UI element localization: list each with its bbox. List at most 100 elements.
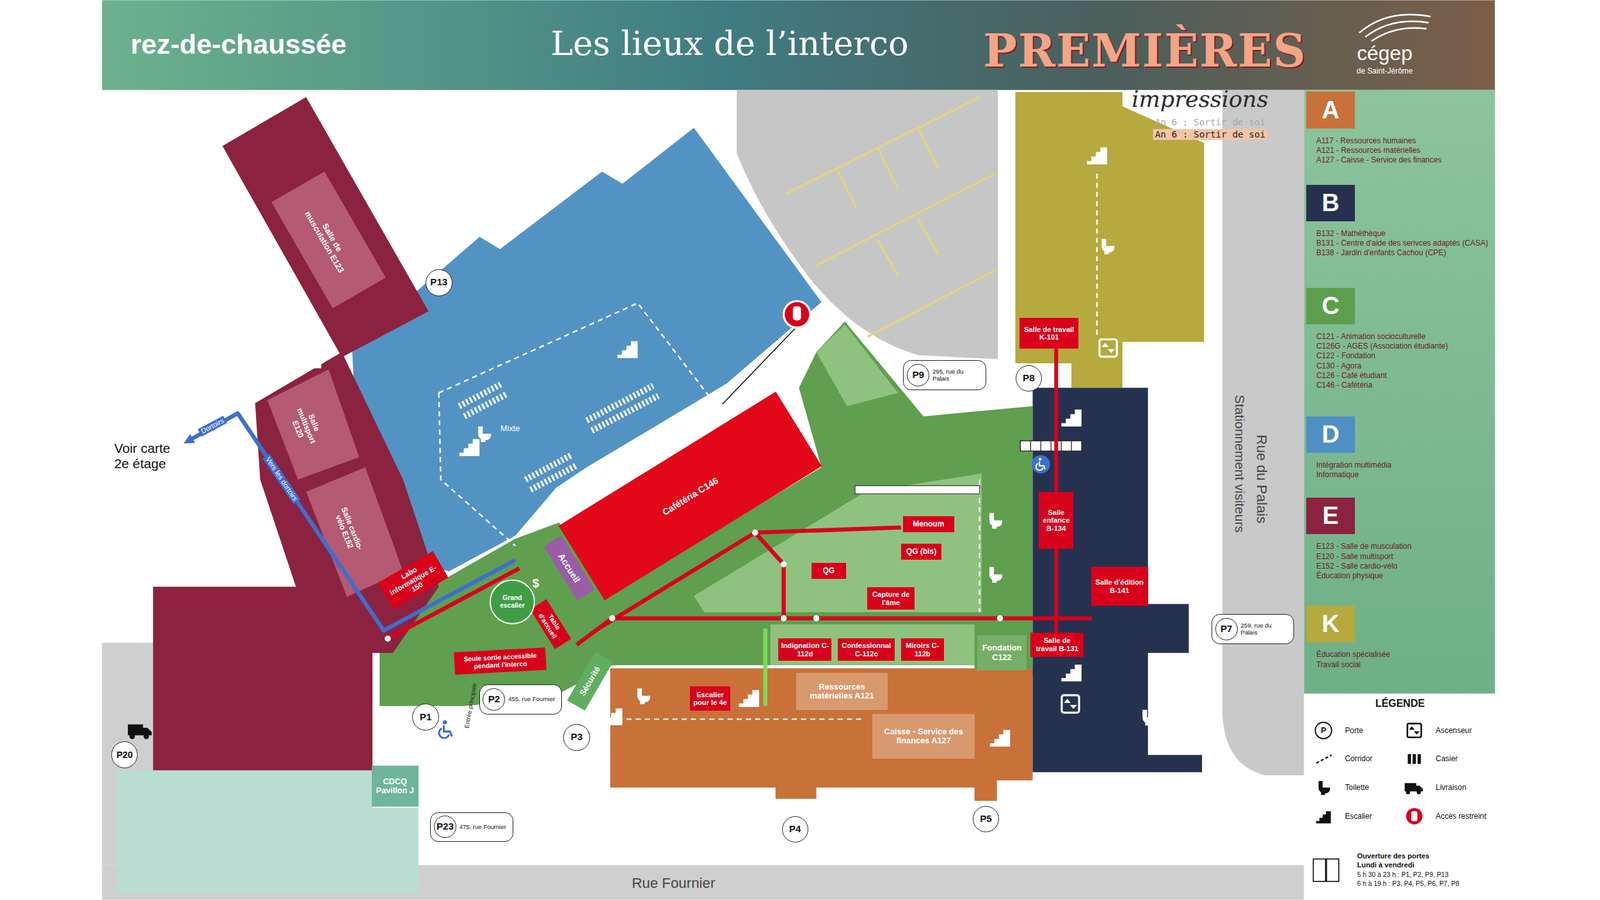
node-detail: C126 - Café étudiant [1306, 371, 1391, 381]
door-address: P2455, rue Fournier [479, 684, 562, 715]
room-area: Caisse - Service des finances A127 [872, 714, 975, 760]
exit-flag: Seule sortie accessible pendant l'interc… [453, 647, 547, 676]
route-line [1054, 348, 1058, 492]
node-label: Sécurité [577, 665, 603, 699]
node-detail: C130 - Agora [1306, 362, 1366, 372]
route-line [1054, 549, 1058, 633]
node-label: K [1306, 606, 1356, 643]
room-box: Indignation C-112d [778, 638, 832, 662]
door-address: P23475, rue Fournier [430, 812, 513, 843]
node-label: Salle cardio-vélo E152 [328, 501, 367, 561]
node-label: Salle de travail B-131 [1032, 636, 1082, 653]
hours-note: 6 h à 19 h : P3, P4, P5, P6, P7, P8 [1357, 880, 1460, 889]
node-label: P2 [482, 688, 505, 712]
node-detail: B138 - Jardin d'enfants Cachou (CPE) [1306, 248, 1451, 258]
event-logo: impressions [1131, 85, 1268, 112]
event-logo: PREMIÈRES [983, 24, 1307, 77]
node-detail: Informatique [1306, 471, 1364, 480]
pavilion-key: EE123 - Salle de musculationE120 - Salle… [1306, 497, 1494, 582]
node-label: P3 [570, 732, 584, 744]
room-area: Salle multisport E120 [280, 392, 332, 461]
node-label: P13 [430, 277, 448, 288]
entrance-label: Entrée principale [462, 682, 478, 729]
node-label: P9 [906, 364, 930, 387]
door-marker: P13 [425, 269, 452, 296]
room-box: Salle enfance B-134 [1038, 492, 1074, 550]
node-detail: E152 - Salle cardio-vélo [1306, 562, 1402, 572]
room-box: Salle de travail K-101 [1019, 318, 1079, 349]
node-detail: C121 - Animation socioculturelle [1306, 332, 1430, 342]
pavilion-key: AA117 - Ressources humainesA121 - Ressou… [1306, 91, 1494, 166]
door-marker: P4 [782, 816, 809, 843]
node-label: CDCQ Pavillon J [373, 777, 417, 797]
door-marker: P1 [412, 704, 439, 731]
event-tagline: An 6 : Sortir de soi [1155, 117, 1266, 128]
door-address: P7259, rue du Palais [1211, 614, 1295, 645]
service-box: Sécurité [567, 652, 613, 712]
node-detail: 455, rue Fournier [508, 696, 555, 704]
node-label: Table d'accueil [533, 602, 569, 647]
node-label: Ressources matérielles A121 [798, 682, 886, 702]
node-label: A [1306, 91, 1356, 128]
room-box: Escalier pour le 4e [689, 686, 731, 712]
node-label: QG (bis) [906, 547, 937, 557]
pavilion-key: KÉducation spécialiséeTravail social [1306, 606, 1494, 670]
room-box: QG (bis) [901, 544, 943, 561]
node-detail: A121 - Ressources matérielles [1306, 146, 1425, 156]
pavilion-key: DIntégration multimédiaInformatique [1306, 416, 1494, 480]
legend-text: Livraison [1435, 783, 1467, 793]
node-detail: C126G - AGES (Association étudiante) [1306, 342, 1453, 352]
room-box: Table d'accueil [530, 599, 572, 650]
node-label: P1 [419, 712, 432, 724]
college-logo: de Saint-Jérôme [1356, 67, 1414, 77]
building-label: CDCQ Pavillon J [371, 766, 419, 808]
room-area: Fondation C122 [977, 635, 1027, 671]
legend-text: Casier [1435, 754, 1458, 764]
node-label: P5 [979, 814, 992, 825]
room-box: QG [811, 563, 847, 580]
room-area: Cafétéria C146 [558, 392, 822, 601]
hours-note: 5 h 30 à 23 h : P1, P2, P9, P13 [1357, 871, 1449, 880]
street-name: Rue Fournier [631, 875, 715, 893]
node-detail: C146 - Cafétéria [1306, 381, 1377, 391]
room-area: Salle de musculation E123 [290, 193, 367, 285]
cash-symbol: $ [532, 576, 540, 591]
node-detail: Éducation physique [1306, 572, 1388, 582]
node-detail: B131 - Centre d'aide des serivces adapté… [1306, 239, 1493, 249]
node-label: QG [822, 567, 835, 576]
room-box: Menoum [903, 516, 955, 534]
node-detail: A127 - Caisse - Service des finances [1306, 156, 1446, 166]
node-label: Salle enfance B-134 [1040, 508, 1072, 533]
legend-text: Corridor [1344, 754, 1373, 764]
node-label: Indignation C-112d [780, 641, 831, 658]
node-label: Confessionnal C-112c [839, 641, 893, 658]
room-box: Confessionnal C-112c [837, 638, 895, 662]
node-label: Fondation C122 [979, 643, 1024, 663]
college-logo: cégep [1356, 41, 1413, 66]
node-label: Salle d'édition B-141 [1093, 578, 1147, 595]
floor-name: rez-de-chaussée [130, 28, 347, 61]
node-label: Miroirs C-112b [903, 641, 943, 658]
node-label: Salle multisport E120 [283, 394, 329, 458]
node-detail: E120 - Salle multisport [1306, 552, 1398, 562]
route-label: Dortoirs [197, 416, 228, 438]
door-marker: P20 [111, 741, 138, 768]
node-detail: 259, rue du Palais [1240, 622, 1288, 637]
node-label: Menoum [912, 520, 944, 529]
node-label: P8 [1022, 373, 1035, 384]
node-label: P4 [789, 824, 802, 836]
legend-text: Accès restreint [1435, 812, 1487, 822]
node-label: Labo informatique E-150 [381, 555, 445, 607]
node-label: Grand escalier [490, 594, 534, 610]
room-area: Salle cardio-vélo E152 [321, 496, 374, 566]
pavilion-key: CC121 - Animation socioculturelleC126G -… [1306, 288, 1494, 392]
node-label: Seule sortie accessible pendant l'interc… [455, 651, 544, 671]
room-box: Miroirs C-112b [901, 638, 944, 662]
node-detail: Éducation spécialisée [1306, 650, 1395, 660]
street-name: Rue du Palais [1253, 435, 1270, 525]
parking-label: Stationnement visiteurs [1232, 395, 1248, 534]
node-detail: B132 - Mathéthèque [1306, 229, 1391, 239]
node-label: Salle de musculation E123 [301, 201, 356, 278]
node-label: Salle de travail K-101 [1021, 325, 1077, 342]
toilet-label: Mixte [500, 423, 520, 434]
